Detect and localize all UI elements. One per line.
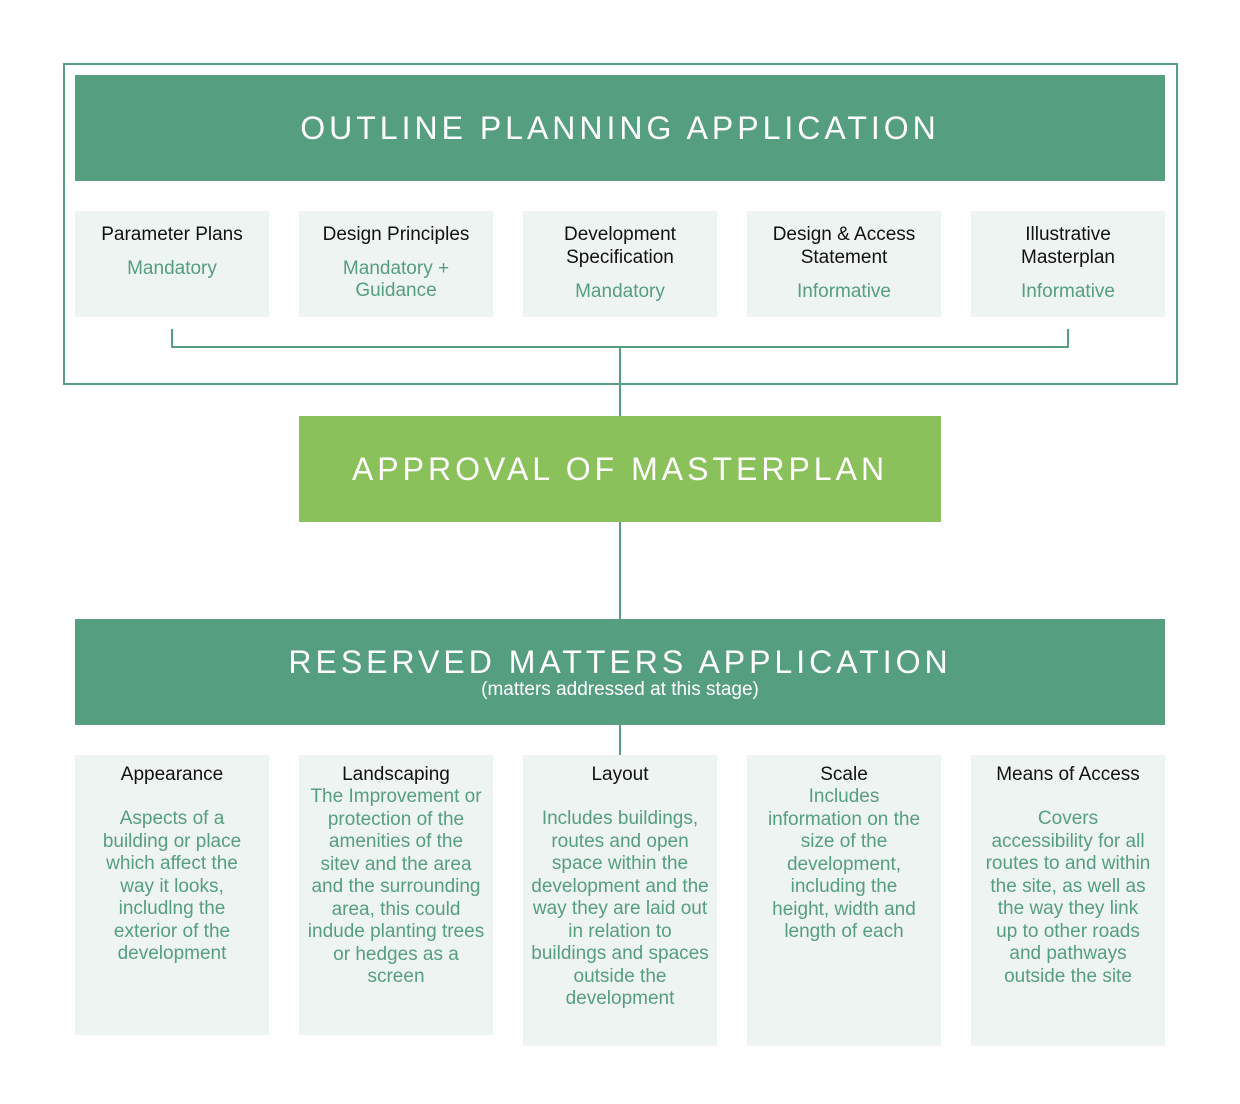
bracket-left-connector	[171, 329, 173, 348]
outline-card-illustrative-masterplan: Illustrative Masterplan Informative	[971, 211, 1165, 317]
card-title: Means of Access	[996, 764, 1140, 785]
approval-of-masterplan-box: APPROVAL OF MASTERPLAN	[299, 416, 941, 522]
card-title: Development Specification	[564, 224, 676, 268]
card-status: Informative	[797, 281, 891, 302]
connector-to-approval	[619, 346, 621, 416]
matter-card-scale: Scale Includes information on the size o…	[747, 755, 941, 1046]
card-description: The Improvement or protection of the ame…	[307, 786, 485, 987]
outline-card-design-access-statement: Design & Access Statement Informative	[747, 211, 941, 317]
card-title: Parameter Plans	[101, 224, 243, 245]
matter-card-layout: Layout Includes buildings, routes and op…	[523, 755, 717, 1046]
card-status: Mandatory + Guidance	[342, 258, 450, 301]
bracket-right-connector	[1067, 329, 1069, 348]
reserved-matters-header: RESERVED MATTERS APPLICATION (matters ad…	[75, 619, 1165, 725]
card-status: Informative	[1021, 281, 1115, 302]
card-title: Design Principles	[322, 224, 470, 245]
matter-card-landscaping: Landscaping The Improvement or protectio…	[299, 755, 493, 1035]
outline-card-development-specification: Development Specification Mandatory	[523, 211, 717, 317]
outline-card-design-principles: Design Principles Mandatory + Guidance	[299, 211, 493, 317]
connector-to-reserved	[619, 522, 621, 619]
card-title: Design & Access Statement	[772, 224, 916, 268]
card-status: Mandatory	[127, 258, 217, 279]
card-title: Appearance	[120, 764, 224, 785]
card-title: Scale	[820, 764, 868, 785]
card-description: Aspects of a building or place which aff…	[102, 808, 242, 964]
card-status: Mandatory	[575, 281, 665, 302]
outline-planning-title: OUTLINE PLANNING APPLICATION	[300, 109, 940, 146]
reserved-matters-subtitle: (matters addressed at this stage)	[481, 678, 759, 700]
reserved-matters-title: RESERVED MATTERS APPLICATION	[288, 643, 952, 680]
card-description: Covers accessibility for all routes to a…	[985, 808, 1151, 987]
matter-card-means-of-access: Means of Access Covers accessibility for…	[971, 755, 1165, 1046]
card-title: Illustrative Masterplan	[1021, 224, 1115, 268]
card-description: Includes information on the size of the …	[767, 786, 921, 942]
card-title: Landscaping	[342, 764, 450, 785]
matter-card-appearance: Appearance Aspects of a building or plac…	[75, 755, 269, 1035]
card-title: Layout	[591, 764, 649, 785]
outline-card-parameter-plans: Parameter Plans Mandatory	[75, 211, 269, 317]
card-description: Includes buildings, routes and open spac…	[531, 808, 709, 1009]
outline-planning-header: OUTLINE PLANNING APPLICATION	[75, 75, 1165, 181]
connector-to-matters	[619, 725, 621, 755]
approval-title: APPROVAL OF MASTERPLAN	[351, 450, 889, 487]
